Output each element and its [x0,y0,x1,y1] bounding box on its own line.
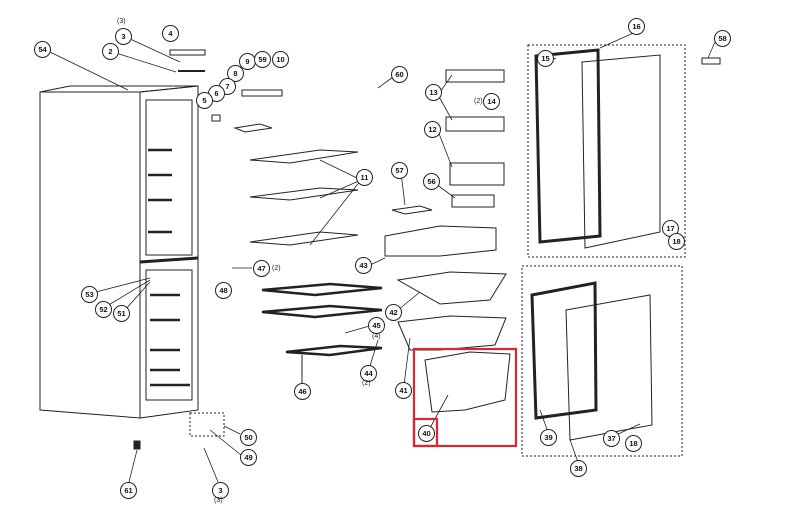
callout-54[interactable]: 54 [34,41,51,58]
qty-3: (3) [117,18,126,25]
callout-41[interactable]: 41 [395,382,412,399]
highlight-box [412,347,518,448]
callout-57[interactable]: 57 [391,162,408,179]
callout-51[interactable]: 51 [113,305,130,322]
callout-14[interactable]: 14 [483,93,500,110]
callout-15[interactable]: 15 [537,50,554,67]
qty-47: (2) [272,265,281,272]
callout-44[interactable]: 44 [360,365,377,382]
qty-44: (2) [362,380,371,387]
callout-48[interactable]: 48 [215,282,232,299]
callout-42[interactable]: 42 [385,304,402,321]
qty-45: (4) [372,333,381,340]
callout-37[interactable]: 37 [603,430,620,447]
callout-4[interactable]: 4 [162,25,179,42]
callout-12[interactable]: 12 [424,121,441,138]
callout-5[interactable]: 5 [196,92,213,109]
fridge-cabinet [39,85,199,419]
qty-14: (2) [474,98,483,105]
shelves [249,149,383,385]
callout-38[interactable]: 38 [570,460,587,477]
callout-61[interactable]: 61 [120,482,137,499]
callout-18-lower[interactable]: 18 [625,435,642,452]
callout-leaders [49,29,716,483]
callout-56[interactable]: 56 [423,173,440,190]
callout-3[interactable]: 3 [115,28,132,45]
callout-43[interactable]: 43 [355,257,372,274]
callout-11[interactable]: 11 [356,169,373,186]
callout-10[interactable]: 10 [272,51,289,68]
callout-16[interactable]: 16 [628,18,645,35]
callout-8[interactable]: 8 [227,65,244,82]
callout-45[interactable]: 45 [368,317,385,334]
callout-52[interactable]: 52 [95,301,112,318]
callout-60[interactable]: 60 [391,66,408,83]
callout-58[interactable]: 58 [714,30,731,47]
doors [521,44,721,457]
callout-53[interactable]: 53 [81,286,98,303]
callout-3-lower[interactable]: 3 [212,482,229,499]
callout-18[interactable]: 18 [668,233,685,250]
callout-2[interactable]: 2 [102,43,119,60]
callout-50[interactable]: 50 [240,429,257,446]
callout-39[interactable]: 39 [540,429,557,446]
door-bins [384,69,511,413]
callout-59[interactable]: 59 [254,51,271,68]
qty-3-lower: (3) [214,497,223,504]
callout-40[interactable]: 40 [418,425,435,442]
top-parts [169,49,283,133]
callout-46[interactable]: 46 [294,383,311,400]
highlight-label-box [412,417,439,448]
callout-49[interactable]: 49 [240,449,257,466]
callout-13[interactable]: 13 [425,84,442,101]
callout-47[interactable]: 47 [253,260,270,277]
